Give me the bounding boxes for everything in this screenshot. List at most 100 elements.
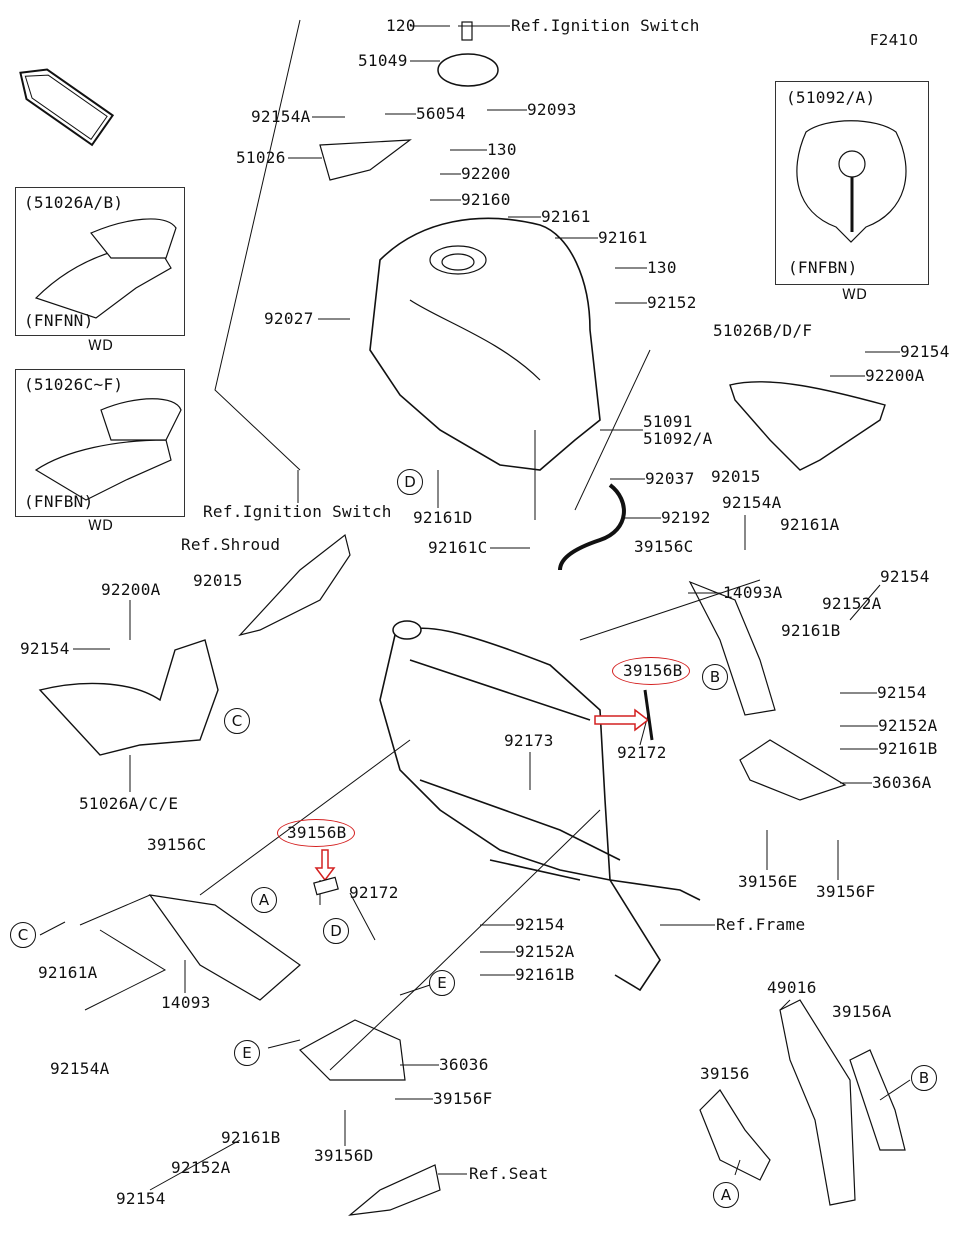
callout-label: 92152A — [171, 1158, 231, 1177]
inset-note: WD — [88, 338, 114, 354]
circled-ref: C — [224, 708, 250, 734]
callout-label: 92154 — [877, 683, 927, 702]
callout-label: 92161A — [780, 515, 840, 534]
callout-label: 92154A — [722, 493, 782, 512]
callout-label: 39156F — [816, 882, 876, 901]
callout-label: 39156D — [314, 1146, 374, 1165]
fuel-cap — [437, 53, 499, 87]
callout-label: 92154 — [20, 639, 70, 658]
callout-label: 39156 — [700, 1064, 750, 1083]
callout-label: 36036 — [439, 1055, 489, 1074]
inset-51092a: (51092/A) (FNFBN) — [775, 81, 929, 285]
callout-label: 92161 — [541, 207, 591, 226]
diagram-code: F2410 — [870, 31, 919, 49]
inset-51026ab: (51026A/B) (FNFNN) — [15, 187, 185, 336]
highlight-oval — [277, 819, 355, 847]
inset-part-number: (51026A/B) — [24, 193, 124, 212]
callout-label: 49016 — [767, 978, 817, 997]
frame — [379, 627, 701, 992]
callout-label: 130 — [487, 140, 517, 159]
callout-label: 92161B — [515, 965, 575, 984]
callout-label: 92015 — [711, 467, 761, 486]
callout-label: 51092/A — [643, 429, 713, 448]
circled-ref: D — [323, 918, 349, 944]
callout-label: 92161B — [781, 621, 841, 640]
callout-label: 92173 — [504, 731, 554, 750]
inset-part-number: (51092/A) — [786, 88, 876, 107]
callout-label: 92200A — [101, 580, 161, 599]
callout-label: 39156A — [832, 1002, 892, 1021]
cover-14093 — [148, 894, 301, 1001]
callout-label: 39156C — [634, 537, 694, 556]
inset-color-code: (FNFBN) — [788, 258, 858, 277]
callout-label: 92152 — [647, 293, 697, 312]
inset-color-code: (FNFNN) — [24, 311, 94, 330]
callout-label: 92152A — [878, 716, 938, 735]
callout-label: 120 — [386, 16, 416, 35]
callout-label: 92154 — [880, 567, 930, 586]
callout-label: Ref.Shroud — [181, 535, 281, 554]
inset-51026cf: (51026C~F) (FNFBN) — [15, 369, 185, 517]
callout-label: 39156E — [738, 872, 798, 891]
callout-label: Ref.Ignition Switch — [511, 16, 700, 35]
inset-color-code: (FNFBN) — [24, 492, 94, 511]
callout-label: 92154 — [900, 342, 950, 361]
callout-label: 36036A — [872, 773, 932, 792]
circled-ref: E — [234, 1040, 260, 1066]
callout-label: 92160 — [461, 190, 511, 209]
callout-label: 92161B — [878, 739, 938, 758]
callout-label: 92161B — [221, 1128, 281, 1147]
callout-label: 92161D — [413, 508, 473, 527]
inset-part-number: (51026C~F) — [24, 375, 124, 394]
callout-label: 130 — [647, 258, 677, 277]
callout-label: 92161C — [428, 538, 488, 557]
callout-label: Ref.Frame — [716, 915, 806, 934]
callout-label: 92154A — [50, 1059, 110, 1078]
callout-label: 14093A — [723, 583, 783, 602]
callout-label: 92015 — [193, 571, 243, 590]
callout-label: 92093 — [527, 100, 577, 119]
callout-label: 39156B — [287, 823, 347, 842]
circled-ref: C — [10, 922, 36, 948]
inset-note: WD — [88, 518, 114, 534]
callout-label: 39156C — [147, 835, 207, 854]
callout-label: 51026A/C/E — [79, 794, 179, 813]
callout-label: 51026 — [236, 148, 286, 167]
callout-label: 92172 — [349, 883, 399, 902]
callout-label: 51049 — [358, 51, 408, 70]
callout-label: 92161A — [38, 963, 98, 982]
callout-label: 92154 — [515, 915, 565, 934]
callout-label: 51026B/D/F — [713, 321, 813, 340]
callout-label: 92027 — [264, 309, 314, 328]
shroud-left — [38, 639, 219, 756]
callout-label: 92154A — [251, 107, 311, 126]
callout-label: Ref.Ignition Switch — [203, 502, 392, 521]
callout-label: 92154 — [116, 1189, 166, 1208]
circled-ref: B — [702, 664, 728, 690]
circled-ref: A — [251, 887, 277, 913]
callout-label: 92172 — [617, 743, 667, 762]
circled-ref: E — [429, 970, 455, 996]
highlight-arrows — [314, 708, 650, 882]
callout-label: Ref.Seat — [469, 1164, 549, 1183]
front-arrow-logo — [19, 68, 115, 147]
cover-51026 — [319, 139, 412, 181]
callout-label: 39156F — [433, 1089, 493, 1108]
callout-label: 92037 — [645, 469, 695, 488]
callout-label: 92152A — [515, 942, 575, 961]
circled-ref: A — [713, 1182, 739, 1208]
callout-label: 56054 — [416, 104, 466, 123]
callout-label: 92200 — [461, 164, 511, 183]
inset-note: WD — [842, 287, 868, 303]
callout-label: 92192 — [661, 508, 711, 527]
callout-label: 14093 — [161, 993, 211, 1012]
circled-ref: B — [911, 1065, 937, 1091]
callout-label: 39156B — [623, 661, 683, 680]
shroud-right — [729, 381, 886, 471]
fuel-tank — [369, 217, 601, 471]
callout-label: 51091 — [643, 412, 693, 431]
circled-ref: D — [397, 469, 423, 495]
callout-label: 92200A — [865, 366, 925, 385]
